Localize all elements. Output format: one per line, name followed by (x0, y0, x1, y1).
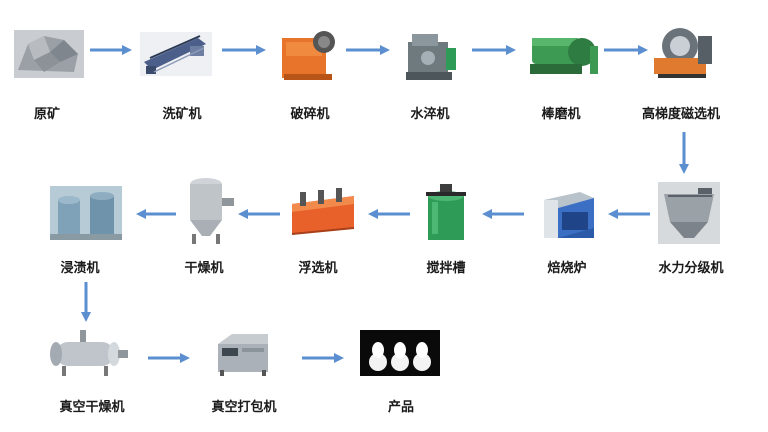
step-label: 破碎机 (290, 107, 330, 122)
step-label: 洗矿机 (162, 107, 202, 122)
impregnation-machine-icon (50, 186, 122, 240)
flow-arrow-right (346, 44, 390, 56)
step-label: 浸渍机 (60, 261, 100, 276)
agitation-tank-icon (420, 180, 472, 244)
flow-arrow-right (222, 44, 266, 56)
flow-arrow-right (148, 352, 190, 364)
step-label: 真空打包机 (211, 400, 277, 415)
step-label: 水力分级机 (658, 261, 724, 276)
flow-arrow-right (302, 352, 344, 364)
flow-arrow-left (608, 208, 650, 220)
flow-arrow-left (368, 208, 410, 220)
step-label: 真空干燥机 (59, 400, 125, 415)
ore-rock-icon (14, 30, 84, 78)
hydraulic-classifier-icon (658, 182, 720, 244)
flow-arrow-left (238, 208, 280, 220)
water-quench-machine-icon (398, 26, 462, 82)
dryer-icon (180, 174, 236, 246)
flow-arrow-left (136, 208, 176, 220)
step-label: 产品 (387, 400, 414, 415)
step-label: 水淬机 (410, 107, 450, 122)
flow-arrow-left (482, 208, 524, 220)
vacuum-dryer-icon (46, 328, 130, 378)
flotation-machine-icon (288, 188, 358, 238)
flow-arrow-right (604, 44, 648, 56)
roasting-furnace-icon (536, 182, 598, 244)
step-label: 搅拌槽 (426, 261, 466, 276)
vacuum-packer-icon (212, 330, 272, 376)
flow-arrow-right (90, 44, 132, 56)
rod-mill-icon (524, 28, 600, 78)
jaw-crusher-icon (276, 26, 340, 82)
magnetic-separator-icon (650, 22, 716, 80)
step-label: 浮选机 (298, 261, 338, 276)
step-label: 干燥机 (184, 261, 224, 276)
step-label: 高梯度磁选机 (641, 107, 720, 122)
flow-arrow-right (472, 44, 516, 56)
step-label: 棒磨机 (541, 107, 581, 122)
step-label: 焙烧炉 (547, 261, 587, 276)
flow-arrow-down (678, 132, 690, 174)
product-powder-icon (360, 330, 440, 376)
ore-washer-icon (140, 32, 212, 76)
step-label: 原矿 (33, 107, 60, 122)
flow-arrow-down (80, 282, 92, 322)
